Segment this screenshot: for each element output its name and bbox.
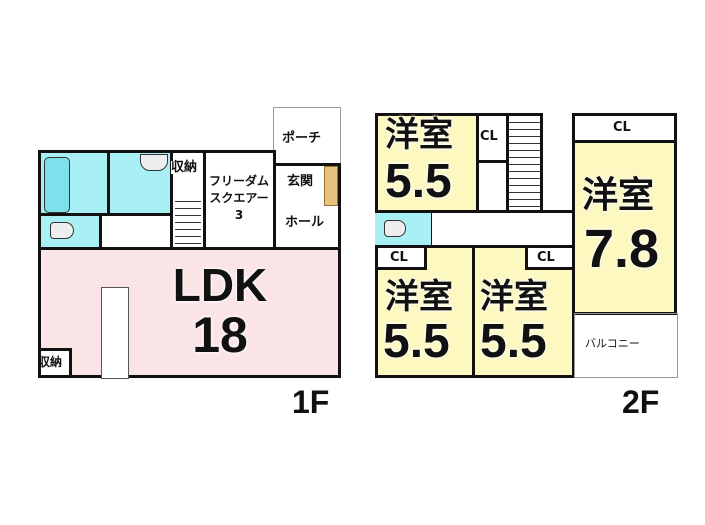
- room-nw: [375, 113, 479, 213]
- free-space-room: [203, 150, 276, 250]
- free-space-line2: スクエアー: [209, 191, 269, 205]
- closet-s-label: CL: [537, 250, 555, 265]
- room-e-size: 7.8: [584, 219, 660, 279]
- room-nw-size: 5.5: [385, 155, 452, 208]
- free-space-line3: 3: [234, 208, 244, 222]
- stairs-2f: [506, 113, 543, 216]
- room-e: [572, 140, 677, 315]
- closet-sw-label: CL: [390, 250, 408, 265]
- sink-icon: [140, 154, 168, 171]
- bathtub-icon: [44, 157, 70, 213]
- entrance-label: 玄関: [287, 174, 314, 189]
- free-space-line1: フリーダム: [208, 174, 269, 188]
- room-sw-label: 洋室: [385, 278, 453, 316]
- room-nw-label: 洋室: [385, 116, 453, 154]
- floor1-label: 1F: [292, 384, 330, 420]
- room-s-size: 5.5: [480, 315, 547, 368]
- storage-bottom: [38, 348, 72, 378]
- balcony-label: バルコニー: [585, 337, 640, 350]
- toilet-icon: [384, 220, 406, 237]
- kitchen-counter: [101, 287, 129, 379]
- storage-bottom-label: 収納: [38, 355, 63, 369]
- toilet-icon: [50, 222, 74, 239]
- ldk-size: 18: [192, 307, 248, 363]
- balcony: [574, 313, 678, 378]
- porch-label: ポーチ: [282, 131, 322, 146]
- room-s-label: 洋室: [480, 278, 548, 316]
- closet-s: [525, 245, 575, 270]
- ldk-label: LDK: [172, 259, 268, 311]
- closet-e-label: CL: [613, 120, 631, 135]
- closet-sw: [375, 245, 427, 270]
- closet-nw-label: CL: [480, 129, 498, 144]
- floor2-label: 2F: [622, 384, 660, 420]
- stairs-icon: [175, 195, 201, 247]
- room-e-label: 洋室: [582, 174, 655, 215]
- ldk-room: [38, 247, 341, 378]
- room-sw-size: 5.5: [383, 315, 450, 368]
- storage-top-label: 収納: [171, 160, 198, 175]
- hall-label: ホール: [285, 215, 325, 230]
- shoe-cabinet: [324, 166, 338, 206]
